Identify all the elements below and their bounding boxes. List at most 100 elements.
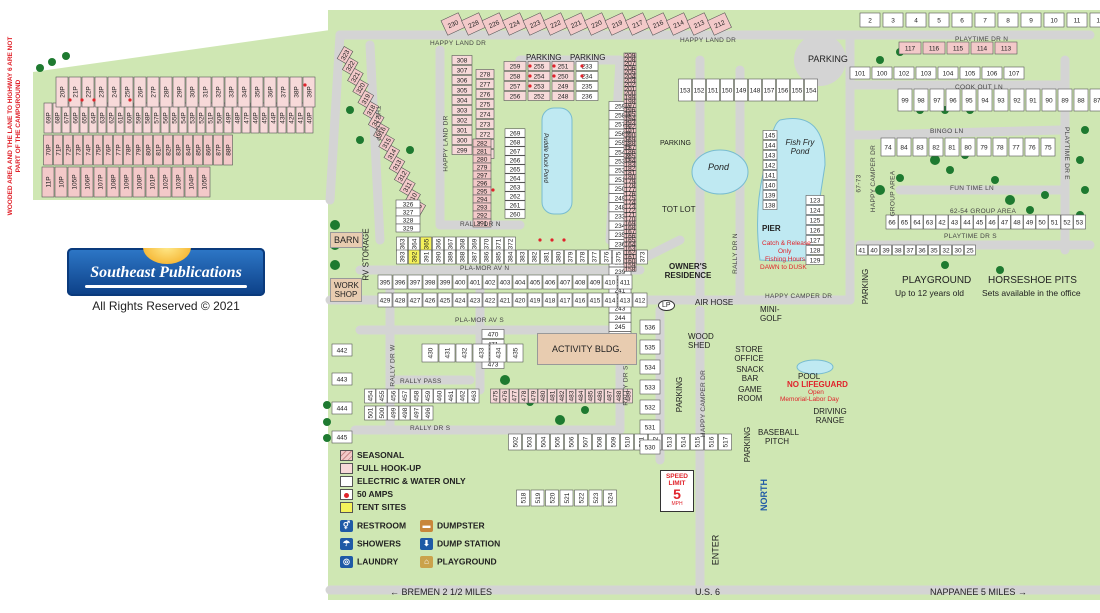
svg-text:11: 11 — [1074, 17, 1081, 24]
site-80: 80 — [960, 137, 976, 157]
site-90: 90 — [1041, 88, 1057, 112]
site-258: 258 — [503, 71, 527, 81]
site-442: 442 — [331, 343, 353, 357]
site-509: 509 — [606, 433, 620, 451]
site-502: 502 — [508, 433, 522, 451]
svg-text:304: 304 — [457, 97, 468, 104]
svg-text:65P: 65P — [81, 112, 88, 124]
fish-fry-pond: Fish Fry Pond — [785, 138, 815, 156]
dumpster-icon: ▬ — [420, 520, 433, 532]
site-302: 302 — [451, 115, 473, 125]
svg-text:234: 234 — [582, 73, 593, 80]
site-28P: 28P — [159, 76, 173, 108]
svg-text:273: 273 — [480, 121, 491, 128]
svg-text:74: 74 — [884, 144, 892, 151]
site-75P: 75P — [93, 134, 103, 166]
site-275: 275 — [475, 99, 495, 109]
svg-text:369: 369 — [471, 238, 478, 249]
site-104P: 104P — [184, 166, 198, 198]
svg-text:78: 78 — [996, 144, 1004, 151]
site-294: 294 — [472, 194, 492, 203]
parking-label-1: PARKING — [808, 54, 848, 64]
site-508: 508 — [592, 433, 606, 451]
site-61P: 61P — [115, 102, 124, 134]
svg-text:186: 186 — [625, 149, 636, 156]
svg-text:212: 212 — [713, 19, 726, 30]
road-fun-time: FUN TIME LN — [950, 185, 994, 192]
svg-text:106: 106 — [987, 70, 998, 77]
svg-text:328: 328 — [403, 217, 414, 224]
site-93: 93 — [993, 88, 1009, 112]
svg-text:82P: 82P — [165, 144, 172, 156]
site-389: 389 — [444, 249, 456, 265]
svg-text:508: 508 — [596, 436, 603, 447]
site-222: 222 — [543, 12, 568, 36]
svg-text:312: 312 — [397, 170, 409, 183]
site-407: 407 — [557, 274, 573, 290]
svg-text:235: 235 — [615, 232, 626, 239]
site-254: 254 — [527, 71, 551, 81]
barn-building: BARN — [330, 232, 364, 248]
site-83P: 83P — [173, 134, 183, 166]
site-63: 63 — [923, 214, 936, 230]
legend-dumpster: ▬DUMPSTER — [420, 520, 485, 532]
site-459: 459 — [421, 388, 434, 404]
site-282: 282 — [472, 138, 492, 147]
svg-text:151: 151 — [708, 87, 719, 94]
site-292: 292 — [472, 210, 492, 219]
owners-residence: OWNER'S RESIDENCE — [664, 262, 712, 280]
fifty-amp-dot — [303, 83, 307, 87]
site-252: 252 — [527, 91, 551, 101]
snack-bar: SNACK BAR — [736, 365, 764, 383]
svg-text:36P: 36P — [267, 86, 274, 98]
svg-text:250: 250 — [615, 186, 626, 193]
svg-text:366: 366 — [435, 238, 442, 249]
site-299: 299 — [451, 145, 473, 155]
legend-electric-water: ELECTRIC & WATER ONLY — [340, 476, 466, 488]
svg-text:69P: 69P — [45, 112, 52, 124]
site-444: 444 — [331, 401, 353, 415]
svg-text:311: 311 — [402, 181, 413, 194]
site-224: 224 — [502, 12, 527, 36]
site-35P: 35P — [250, 76, 264, 108]
svg-text:41: 41 — [858, 247, 866, 254]
site-308: 308 — [451, 55, 473, 65]
site-536: 536 — [639, 319, 661, 335]
svg-text:248: 248 — [558, 93, 569, 100]
svg-text:195: 195 — [625, 111, 636, 118]
site-377: 377 — [588, 249, 600, 265]
svg-text:196: 196 — [625, 107, 636, 114]
site-327: 327 — [395, 207, 421, 216]
road-playtime-s: PLAYTIME DR S — [944, 233, 997, 240]
site-264: 264 — [504, 173, 526, 183]
svg-text:463: 463 — [471, 390, 478, 401]
site-429: 429 — [377, 292, 393, 308]
svg-text:404: 404 — [515, 279, 526, 286]
svg-text:30P: 30P — [189, 86, 196, 98]
svg-text:233: 233 — [582, 63, 593, 70]
site-363: 363 — [396, 236, 408, 252]
pool: POOL — [798, 372, 821, 381]
site-59P: 59P — [133, 102, 142, 134]
site-479: 479 — [528, 388, 538, 404]
svg-text:314: 314 — [387, 148, 399, 161]
site-481: 481 — [547, 388, 557, 404]
svg-text:442: 442 — [337, 347, 348, 354]
svg-text:203: 203 — [625, 78, 636, 85]
svg-text:190: 190 — [625, 132, 636, 139]
site-516: 516 — [704, 433, 718, 451]
site-217: 217 — [625, 12, 650, 36]
playground: PLAYGROUND — [902, 275, 972, 286]
site-506: 506 — [564, 433, 578, 451]
svg-text:160: 160 — [625, 258, 636, 265]
legend-seasonal: SEASONAL — [340, 450, 404, 462]
site-55P: 55P — [169, 102, 178, 134]
svg-text:116: 116 — [929, 45, 940, 52]
svg-text:60P: 60P — [126, 112, 133, 124]
svg-text:536: 536 — [645, 324, 656, 331]
svg-text:373: 373 — [639, 251, 646, 262]
site-69P: 69P — [43, 102, 52, 134]
svg-text:87: 87 — [1093, 97, 1100, 104]
svg-text:66P: 66P — [72, 112, 79, 124]
